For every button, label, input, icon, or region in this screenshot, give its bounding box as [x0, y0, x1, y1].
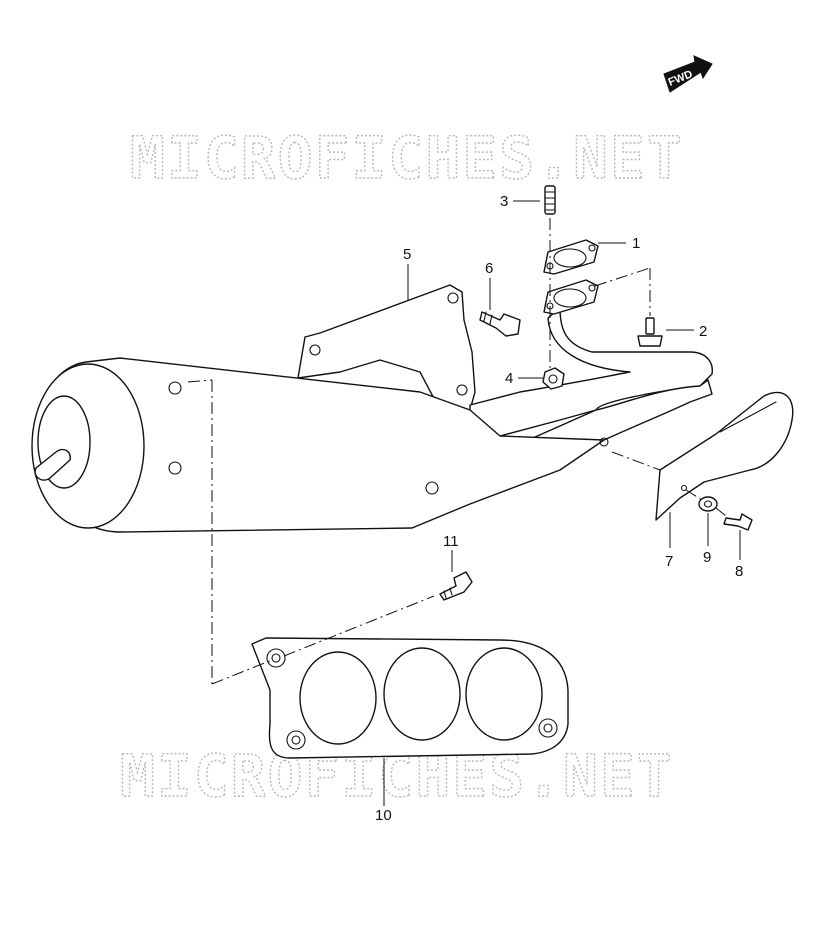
leader-lines — [383, 200, 741, 806]
callout-4: 4 — [505, 370, 513, 387]
callout-11: 11 — [443, 533, 459, 550]
watermark-top: MICROFICHES.NET — [130, 124, 684, 192]
guard-bolt — [439, 571, 473, 601]
bracket-bolt — [479, 311, 521, 337]
heat-shield — [655, 391, 794, 521]
exhaust-flange — [543, 279, 599, 315]
exhaust-gasket — [543, 239, 599, 275]
callout-10: 10 — [375, 807, 392, 824]
exhaust-stud — [544, 185, 556, 215]
exhaust-nut — [542, 367, 565, 390]
callout-labels: 1 2 3 4 5 6 7 8 9 10 11 — [375, 193, 743, 824]
heat-shield-washer — [698, 496, 718, 512]
callout-5: 5 — [403, 246, 411, 263]
callout-8: 8 — [735, 563, 743, 580]
muffler-assembly — [31, 307, 713, 533]
callout-2: 2 — [699, 323, 707, 340]
alignment-lines — [187, 218, 727, 685]
callout-1: 1 — [632, 235, 640, 252]
muffler-guard — [251, 637, 569, 759]
callout-9: 9 — [703, 549, 711, 566]
heat-shield-screw — [723, 513, 753, 531]
muffler-bracket — [297, 284, 476, 421]
callout-7: 7 — [665, 553, 673, 570]
callout-6: 6 — [485, 260, 493, 277]
callout-3: 3 — [500, 193, 508, 210]
forward-arrow-icon: FWD — [663, 55, 713, 93]
flange-bolt — [637, 317, 663, 347]
